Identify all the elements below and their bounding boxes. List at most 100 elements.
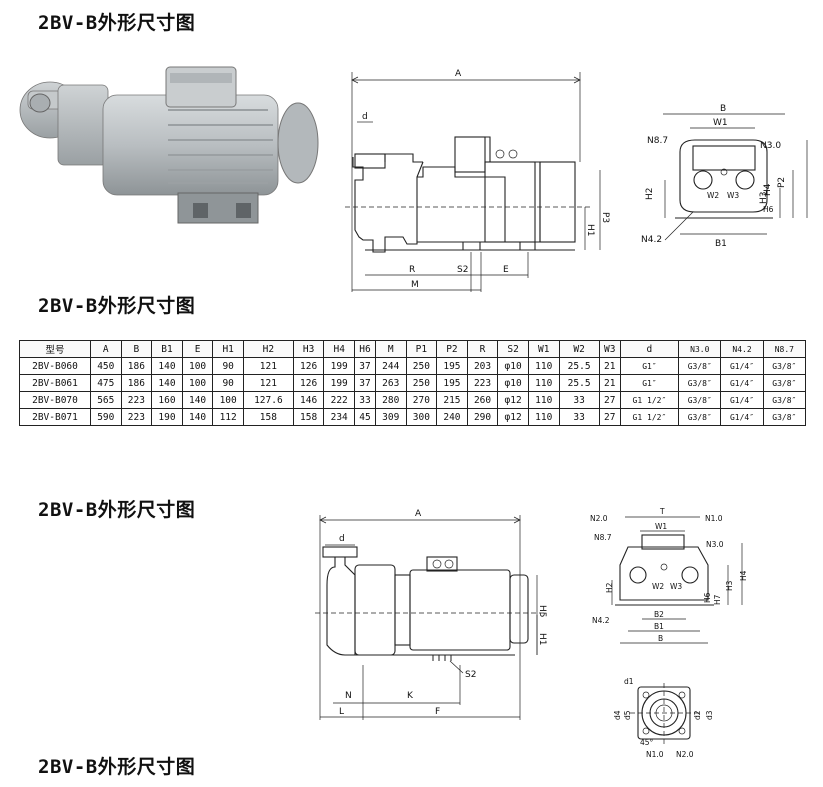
dim2-L: L <box>339 707 344 717</box>
col-H2: H2 <box>242 340 294 358</box>
dim-A: A <box>455 69 462 79</box>
dim2-K: K <box>407 691 414 701</box>
flange-angle: 45° <box>640 738 654 747</box>
table-cell: 234 <box>323 408 355 426</box>
end2-T: T <box>659 507 665 516</box>
table-cell: 110 <box>527 391 560 409</box>
dim-S2: S2 <box>457 265 468 275</box>
table-cell: 90 <box>212 374 244 392</box>
dimensions-table: 型号 A B B1 E H1 H2 H3 H4 H6 M P1 P2 R S2 … <box>19 340 807 426</box>
table-cell: 199 <box>323 374 355 392</box>
end-view-drawing-2: T N2.0 N1.0 W1 N8.7 N3.0 W2 W3 H2 H6 H7 … <box>590 507 748 644</box>
table-cell: 45 <box>354 408 376 426</box>
end2-H4: H4 <box>739 570 748 581</box>
table-cell: 126 <box>292 374 325 392</box>
col-W1: W1 <box>527 340 560 358</box>
col-S2: S2 <box>497 340 529 358</box>
end2-B2: B2 <box>654 610 664 619</box>
table-cell: 140 <box>151 374 183 392</box>
end2-W3: W3 <box>670 582 682 591</box>
flange-N10: N1.0 <box>646 750 664 759</box>
col-H3: H3 <box>292 340 325 358</box>
end2-N10: N1.0 <box>705 514 723 523</box>
col-B: B <box>120 340 153 358</box>
table-cell: G1 1/2″ <box>619 391 680 409</box>
table-cell: G3/8″ <box>762 408 807 426</box>
end2-B1: B1 <box>654 622 664 631</box>
table-cell: 2BV-B071 <box>19 408 91 426</box>
table-cell: 110 <box>527 408 560 426</box>
end1-N87: N8.7 <box>647 136 668 146</box>
dim2-H1: H1 <box>537 633 547 646</box>
end1-H3: H3 <box>759 192 769 205</box>
table-cell: 565 <box>90 391 122 409</box>
end1-H4: H4 <box>763 183 773 196</box>
dim-R: R <box>409 265 415 275</box>
table-cell: φ10 <box>497 374 529 392</box>
table-cell: 203 <box>466 357 499 375</box>
pump-photo <box>19 66 319 224</box>
table-cell: G3/8″ <box>678 391 722 409</box>
table-cell: 260 <box>466 391 499 409</box>
table-cell: 37 <box>354 357 376 375</box>
col-R: R <box>466 340 499 358</box>
dim-E: E <box>503 265 509 275</box>
end2-N87: N8.7 <box>594 533 612 542</box>
col-H1: H1 <box>212 340 244 358</box>
table-cell: 110 <box>527 357 560 375</box>
table-cell: G3/8″ <box>678 374 722 392</box>
dim2-F: F <box>435 707 440 717</box>
col-M: M <box>374 340 407 358</box>
table-cell: 100 <box>212 391 244 409</box>
dim-H1: H1 <box>585 224 595 237</box>
table-cell: 146 <box>292 391 325 409</box>
table-cell: G3/8″ <box>762 391 807 409</box>
col-H6: H6 <box>354 340 376 358</box>
table-cell: 223 <box>120 408 153 426</box>
table-cell: 240 <box>436 408 468 426</box>
table-cell: 2BV-B061 <box>19 374 91 392</box>
section-title-4: 2BV-B外形尺寸图 <box>38 756 196 778</box>
table-cell: 121 <box>242 374 294 392</box>
table-cell: 250 <box>405 374 438 392</box>
dim2-A: A <box>415 509 422 519</box>
col-P1: P1 <box>405 340 438 358</box>
table-cell: 244 <box>374 357 407 375</box>
end2-W1: W1 <box>655 522 667 531</box>
dim2-S2: S2 <box>465 670 476 680</box>
table-cell: 199 <box>323 357 355 375</box>
table-cell: 215 <box>436 391 468 409</box>
end2-N30: N3.0 <box>706 540 724 549</box>
end2-N42: N4.2 <box>592 616 610 625</box>
table-cell: 280 <box>374 391 407 409</box>
table-cell: G1/4″ <box>720 374 764 392</box>
table-cell: 110 <box>527 374 560 392</box>
end1-H2: H2 <box>645 188 655 201</box>
dim2-H5: H5 <box>537 605 547 618</box>
table-cell: 25.5 <box>558 374 600 392</box>
end1-N30: N3.0 <box>760 141 781 151</box>
section-title-2: 2BV-B外形尺寸图 <box>38 295 196 317</box>
table-cell: G1/4″ <box>720 408 764 426</box>
col-model: 型号 <box>19 340 91 358</box>
table-cell: 223 <box>120 391 153 409</box>
col-E: E <box>181 340 214 358</box>
table-cell: G1/4″ <box>720 357 764 375</box>
flange-d1: d1 <box>624 677 634 686</box>
table-cell: 27 <box>598 408 621 426</box>
dim-M: M <box>411 280 419 290</box>
table-cell: 27 <box>598 391 621 409</box>
table-cell: 25.5 <box>558 357 600 375</box>
table-cell: G3/8″ <box>762 374 807 392</box>
table-cell: 2BV-B070 <box>19 391 91 409</box>
table-cell: 33 <box>558 408 600 426</box>
table-cell: 90 <box>212 357 244 375</box>
col-N87: N8.7 <box>762 340 807 358</box>
table-cell: 127.6 <box>242 391 294 409</box>
table-cell: G1/4″ <box>720 391 764 409</box>
table-cell: 121 <box>242 357 294 375</box>
table-cell: φ10 <box>497 357 529 375</box>
